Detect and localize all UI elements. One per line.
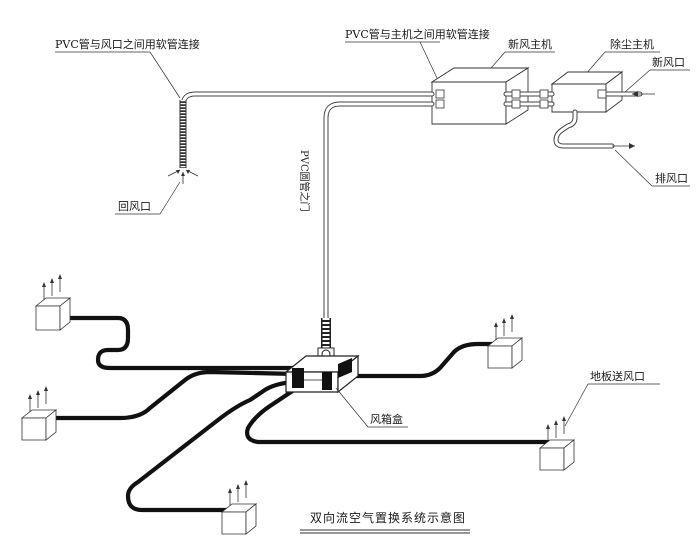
return-outlet-arrows bbox=[167, 169, 199, 184]
flow-arrows-right bbox=[612, 91, 655, 149]
floor-outlet-left-middle bbox=[20, 386, 58, 441]
leader-plenum bbox=[335, 387, 369, 428]
label-dust-unit: 除尘主机 bbox=[610, 37, 654, 51]
leader-pvc-outlet bbox=[149, 51, 181, 99]
leader-return bbox=[159, 181, 181, 215]
label-pvc-outlet-hose: PVC管与风口之间用软管连接 bbox=[55, 37, 200, 51]
floor-outlet-bottom-left bbox=[220, 480, 258, 535]
label-fresh-air-inlet: 新风口 bbox=[652, 55, 685, 69]
diagram-caption: 双向流空气置换系统示意图 bbox=[310, 510, 466, 525]
floor-outlet-right-bottom bbox=[538, 416, 576, 471]
floor-outlet-right-top bbox=[486, 314, 524, 369]
label-return-outlet: 回风口 bbox=[118, 200, 151, 213]
pipe-joints bbox=[435, 89, 607, 109]
leader-inlet bbox=[624, 69, 651, 93]
plenum-box bbox=[284, 354, 360, 394]
label-pvc-host-hose: PVC管与主机之间用软管连接 bbox=[345, 27, 490, 41]
dust-unit-box bbox=[550, 71, 624, 113]
flex-hose-plenum bbox=[317, 318, 335, 361]
floor-outlet-top-left bbox=[34, 274, 72, 331]
label-pvc-pipe: PVC圆管之门 bbox=[298, 150, 311, 212]
pvc-pipes bbox=[180, 91, 643, 325]
label-floor-outlet: 地板送风口 bbox=[590, 369, 645, 383]
label-group-top: PVC管与风口之间用软管连接 PVC管与主机之间用软管连接 新风主机 除尘主机 … bbox=[55, 27, 690, 215]
leader-floor bbox=[564, 383, 589, 427]
floor-ducts bbox=[41, 315, 555, 513]
label-fresh-air-unit: 新风主机 bbox=[508, 37, 552, 51]
label-plenum-box: 风箱盒 bbox=[370, 412, 403, 426]
leader-dust bbox=[584, 51, 606, 76]
fresh-air-unit-box bbox=[430, 67, 530, 125]
leader-exhaust bbox=[614, 149, 653, 187]
label-exhaust-outlet: 排风口 bbox=[655, 171, 688, 185]
